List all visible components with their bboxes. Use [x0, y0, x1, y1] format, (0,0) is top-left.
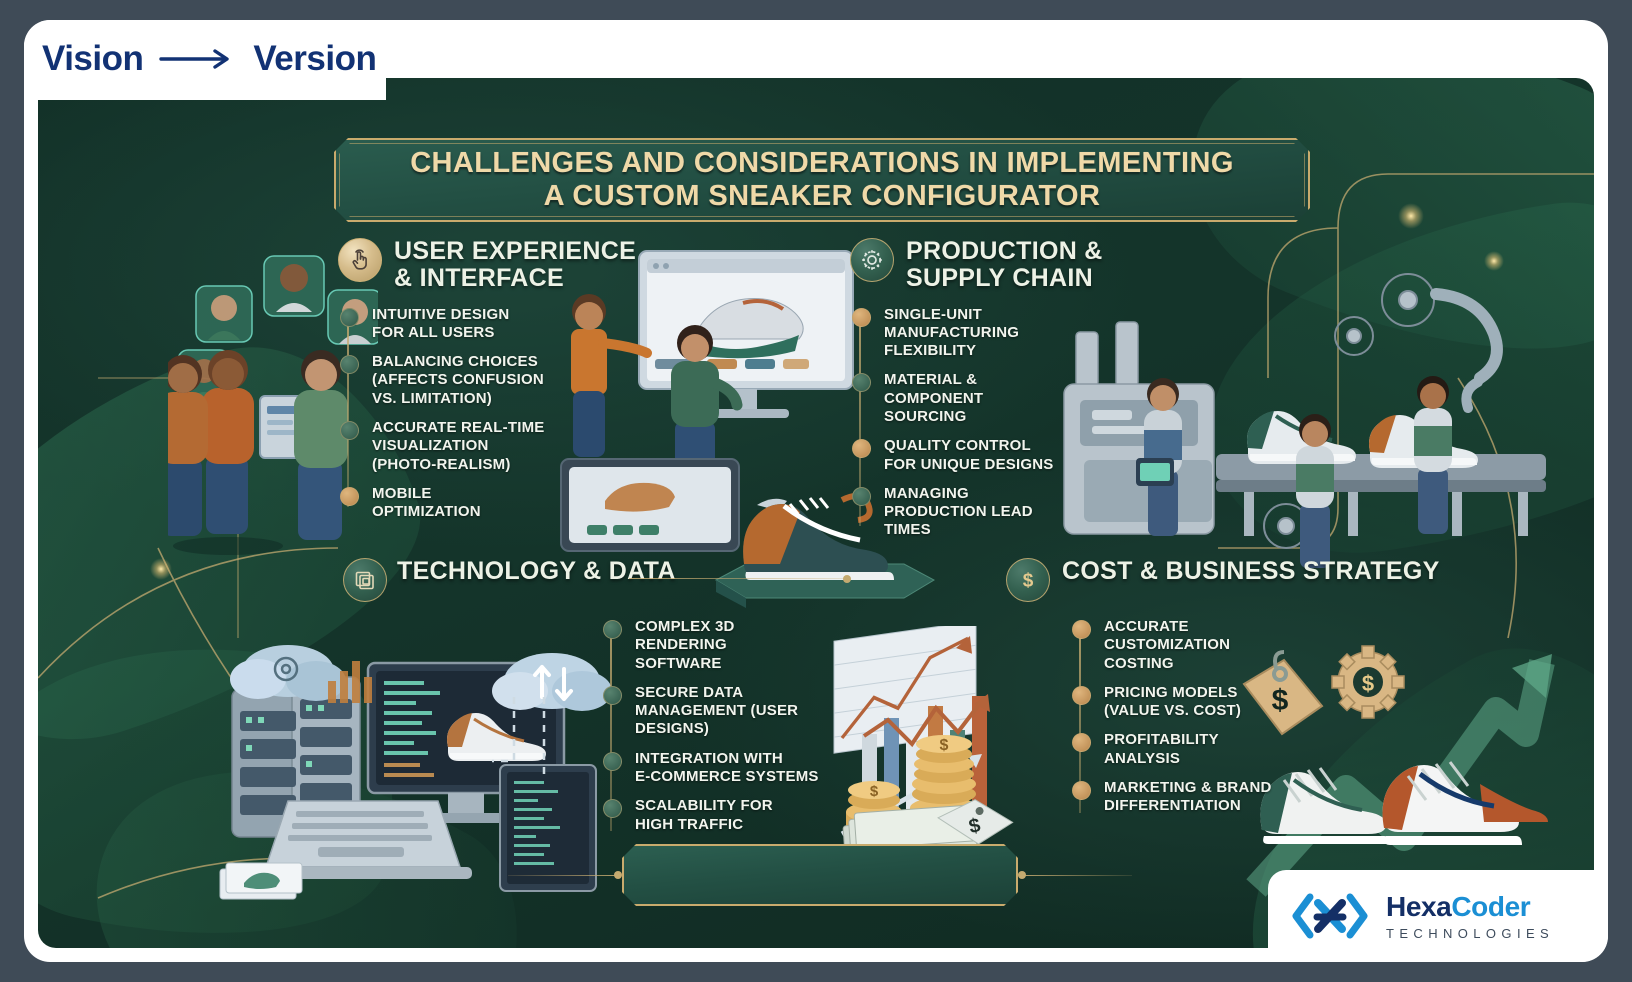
illustration-cost-brand: $ $	[1226, 638, 1576, 898]
section-technology-data: TECHNOLOGY & DATA COMPLEX 3D RENDERING S…	[343, 556, 851, 833]
list-item: MANAGING PRODUCTION LEAD TIMES	[852, 485, 1114, 540]
tap-hand-icon	[338, 238, 382, 282]
section-title: COST & BUSINESS STRATEGY	[1062, 557, 1440, 585]
svg-text:$: $	[967, 814, 982, 838]
brand-header: Vision Version	[24, 20, 384, 98]
glow-dot	[483, 768, 505, 790]
list-item: SCALABILITY FOR HIGH TRAFFIC	[603, 797, 819, 834]
logo-subtitle: TECHNOLOGIES	[1386, 925, 1555, 941]
bullet-list: SINGLE-UNIT MANUFACTURING FLEXIBILITY MA…	[850, 306, 1130, 540]
page-card: $ $ $	[24, 20, 1608, 962]
list-item: MARKETING & BRAND DIFFERENTIATION	[1072, 779, 1272, 815]
hexacoder-chevron-hex-icon	[1290, 887, 1370, 945]
section-user-experience: USER EXPERIENCE & INTERFACE INTUITIVE DE…	[338, 236, 638, 532]
list-item: ACCURATE CUSTOMIZATION COSTING	[1072, 618, 1272, 673]
bullet-list: COMPLEX 3D RENDERING SOFTWARE SECURE DAT…	[601, 618, 819, 845]
svg-text:$: $	[870, 783, 879, 800]
title-plate-background	[334, 138, 1310, 222]
svg-text:$: $	[1272, 684, 1289, 717]
connector-rail-right	[1018, 871, 1132, 879]
glow-dot	[1484, 251, 1504, 271]
infographic-title-plate: CHALLENGES AND CONSIDERATIONS IN IMPLEME…	[334, 138, 1310, 222]
connector-rail-left	[508, 871, 622, 879]
leaf-decoration	[51, 680, 575, 948]
section-header: USER EXPERIENCE & INTERFACE	[338, 236, 638, 292]
svg-text:$: $	[1362, 671, 1374, 696]
glow-dot	[1398, 203, 1424, 229]
logo-name-part1: Hexa	[1386, 890, 1452, 922]
list-item: COMPLEX 3D RENDERING SOFTWARE	[603, 618, 819, 673]
page-title-line-2: A CUSTOM SNEAKER CONFIGURATOR	[543, 180, 1101, 212]
svg-text:$: $	[940, 737, 949, 754]
section-title: USER EXPERIENCE & INTERFACE	[394, 237, 637, 292]
section-cost-business-strategy: $ COST & BUSINESS STRATEGY ACCURATE CUST…	[1006, 556, 1439, 814]
section-header: TECHNOLOGY & DATA	[343, 556, 851, 602]
bullet-list: ACCURATE CUSTOMIZATION COSTING PRICING M…	[1070, 618, 1272, 827]
logo-name-part2: Coder	[1451, 890, 1531, 922]
list-item: MOBILE OPTIMIZATION	[340, 485, 602, 522]
glow-dot	[358, 818, 376, 836]
list-item: BALANCING CHOICES (AFFECTS CONFUSION VS.…	[340, 353, 602, 408]
illustration-cost-finance: $ $ $	[828, 626, 1058, 866]
leaf-decoration	[1184, 183, 1594, 573]
illustration-technology-stack	[218, 633, 638, 903]
section-production-supply-chain: PRODUCTION & SUPPLY CHAIN SINGLE-UNIT MA…	[850, 236, 1130, 551]
list-item: QUALITY CONTROL FOR UNIQUE DESIGNS	[852, 437, 1114, 474]
bullet-list: INTUITIVE DESIGN FOR ALL USERS BALANCING…	[338, 306, 638, 522]
list-item: SINGLE-UNIT MANUFACTURING FLEXIBILITY	[852, 306, 1114, 361]
section-title: TECHNOLOGY & DATA	[397, 557, 676, 585]
section-title: PRODUCTION & SUPPLY CHAIN	[906, 237, 1103, 292]
svg-text:$: $	[1023, 571, 1034, 592]
list-item: SECURE DATA MANAGEMENT (USER DESIGNS)	[603, 684, 819, 739]
infographic-canvas: $ $ $	[38, 78, 1594, 948]
leaf-decoration	[1154, 78, 1594, 416]
database-stack-icon	[343, 558, 387, 602]
leaf-decoration	[38, 597, 425, 948]
list-item: INTUITIVE DESIGN FOR ALL USERS	[340, 306, 602, 343]
long-right-arrow-icon	[159, 48, 237, 70]
section-header: PRODUCTION & SUPPLY CHAIN	[850, 236, 1130, 292]
brand-word-version: Version	[253, 39, 377, 78]
title-text-wrap: CHALLENGES AND CONSIDERATIONS IN IMPLEME…	[334, 138, 1310, 222]
logo-text: HexaCoder TECHNOLOGIES	[1386, 890, 1555, 941]
gear-icon	[850, 238, 894, 282]
page-title-line-1: CHALLENGES AND CONSIDERATIONS IN IMPLEME…	[410, 147, 1234, 180]
list-item: MATERIAL & COMPONENT SOURCING	[852, 371, 1114, 426]
bottom-caption-plate	[622, 844, 1018, 906]
list-item: PRICING MODELS (VALUE VS. COST)	[1072, 684, 1272, 721]
section-header: $ COST & BUSINESS STRATEGY	[1006, 556, 1439, 602]
hexacoder-logo-card: HexaCoder TECHNOLOGIES	[1268, 870, 1608, 962]
list-item: ACCURATE REAL-TIME VISUALIZATION (PHOTO-…	[340, 419, 602, 474]
glow-dot	[150, 558, 172, 580]
list-item: INTEGRATION WITH E-COMMERCE SYSTEMS	[603, 749, 819, 786]
brand-word-vision: Vision	[42, 39, 144, 78]
list-item: PROFITABILITY ANALYSIS	[1072, 731, 1272, 768]
dollar-sign-icon: $	[1006, 558, 1050, 602]
logo-name: HexaCoder	[1386, 890, 1554, 922]
header-rule	[629, 574, 851, 583]
